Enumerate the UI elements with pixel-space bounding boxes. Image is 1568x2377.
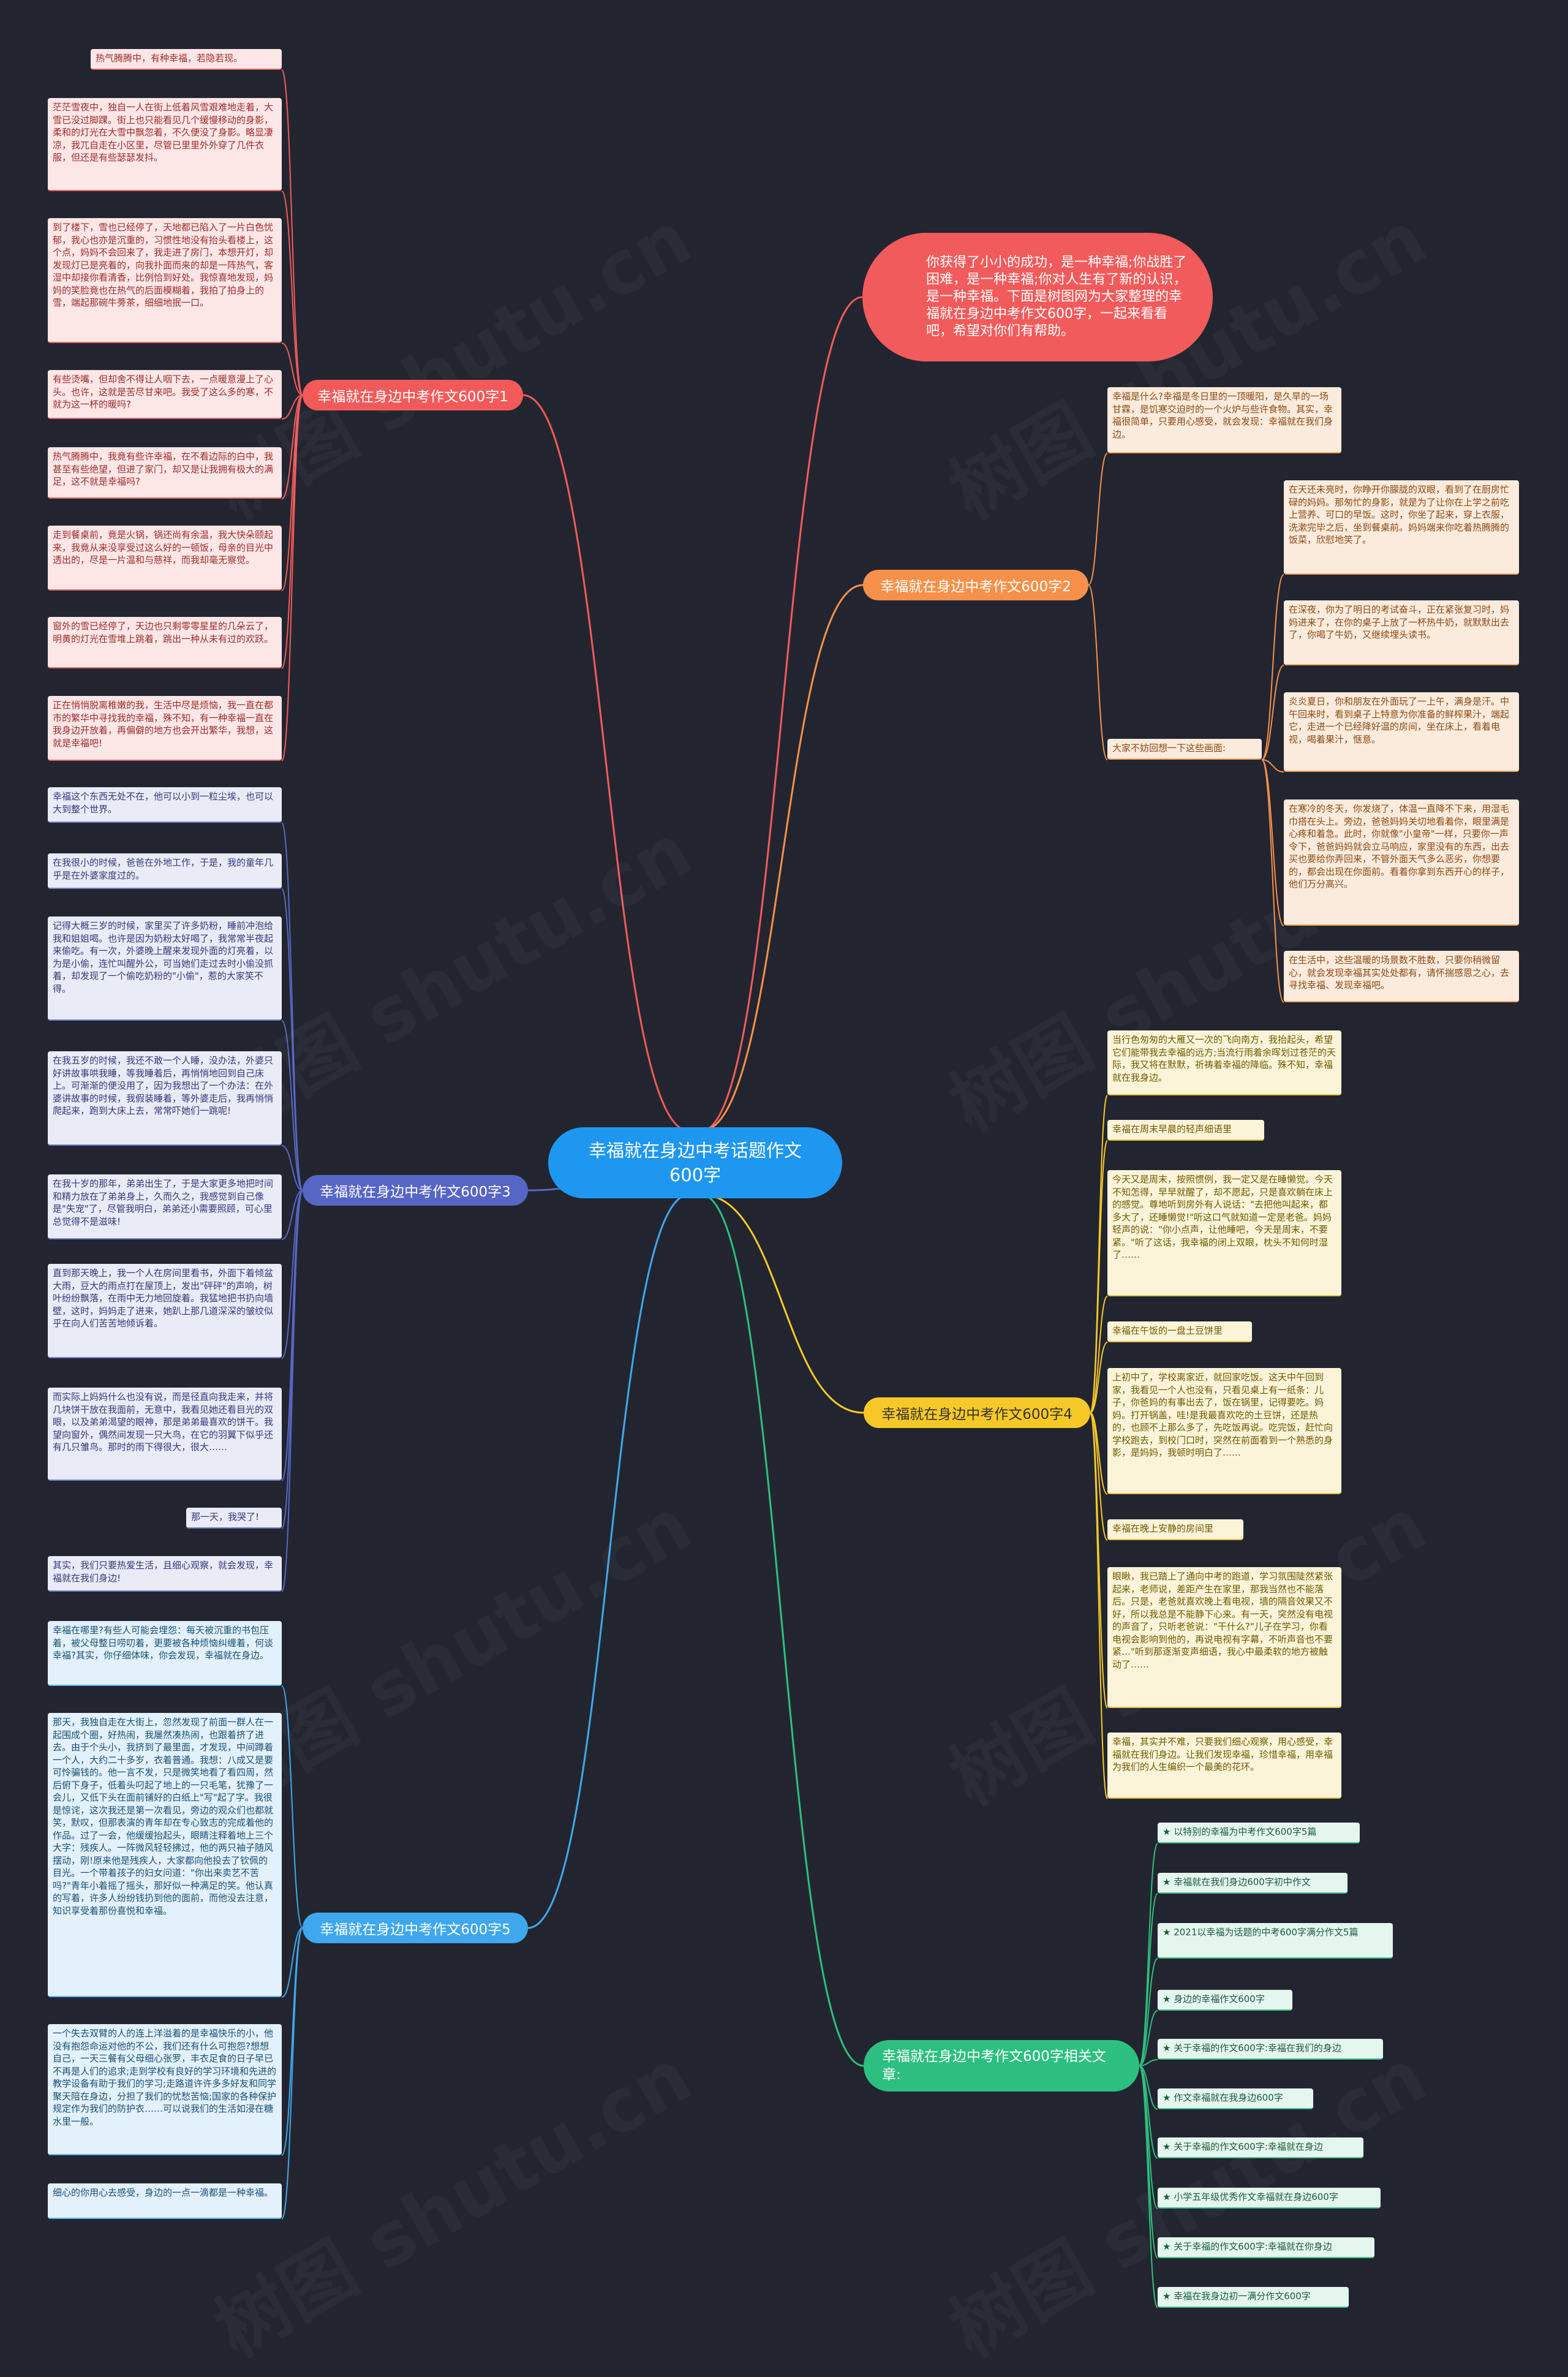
link-leaf-3-2 [281, 888, 303, 1191]
leaf-1-5[interactable]: 热气腾腾中，我竟有些许幸福，在不看边际的白中，我甚至有些绝望，但进了家门，却又是… [48, 447, 282, 499]
leaf-3-3[interactable]: 记得大概三岁的时候，家里买了许多奶粉，睡前冲泡给我和姐姐喝。也许是因为奶粉太好喝… [48, 916, 282, 1021]
link-leaf-1-8 [281, 395, 303, 761]
link-leaf-3-8 [281, 1190, 303, 1529]
related-link-6[interactable]: ★ 作文幸福就在我身边600字 [1158, 2088, 1313, 2109]
link-leaf-5-1 [281, 1685, 303, 1929]
link-leaf-5-4 [281, 1927, 303, 2220]
related-link-9[interactable]: ★ 关于幸福的作文600字:幸福就在你身边 [1158, 2237, 1374, 2258]
branch-essay-1[interactable]: 幸福就在身边中考作文600字1 [303, 380, 523, 410]
intro-node[interactable]: 你获得了小小的成功，是一种幸福;你战胜了困难，是一种幸福;你对人生有了新的认识，… [862, 233, 1213, 361]
branch-essay-2[interactable]: 幸福就在身边中考作文600字2 [863, 570, 1088, 600]
leaf-1-4[interactable]: 有些烫嘴，但却舍不得让人咽下去，一点暖意漫上了心头。也许，这就是苦尽甘来吧。我受… [48, 370, 282, 419]
link-related-link-6 [1139, 2065, 1158, 2110]
link-leaf-1-3 [281, 342, 303, 396]
leaf-4-5[interactable]: 上初中了，学校离家近，就回家吃饭。这天中午回到家，我看见一个人也没有，只看见桌上… [1107, 1368, 1341, 1494]
link-subleaf-2-4 [1261, 759, 1284, 926]
leaf-2-2[interactable]: 大家不妨回想一下这些画面: [1107, 739, 1262, 760]
link-leaf-3-4 [281, 1145, 303, 1191]
link-leaf-3-9 [281, 1190, 303, 1592]
link-leaf-2-1 [1088, 453, 1108, 586]
subleaf-2-4[interactable]: 在寒冷的冬天，你发烧了，体温一直降不下来，用湿毛巾搭在头上。旁边，爸爸妈妈关切地… [1284, 799, 1519, 926]
leaf-4-6[interactable]: 幸福在晚上安静的房间里 [1107, 1519, 1243, 1540]
leaf-4-4[interactable]: 幸福在午饭的一盘土豆饼里 [1107, 1321, 1252, 1342]
link-branch-2 [701, 584, 864, 1132]
link-leaf-3-3 [281, 1020, 303, 1191]
link-subleaf-2-3 [1261, 759, 1284, 773]
link-leaf-3-7 [281, 1190, 303, 1481]
leaf-1-3[interactable]: 到了楼下，雪也已经停了，天地都已陷入了一片白色忧郁，我心也亦是沉重的，习惯性地没… [48, 218, 282, 343]
related-link-3[interactable]: ★ 2021以幸福为话题的中考600字满分作文5篇 [1158, 1923, 1393, 1959]
link-leaf-4-3 [1090, 1296, 1108, 1413]
link-branch-5 [527, 1193, 690, 1929]
leaf-3-8[interactable]: 那一天，我哭了! [186, 1508, 282, 1529]
leaf-3-9[interactable]: 其实，我们只要热爱生活，且细心观察，就会发现，幸福就在我们身边! [48, 1556, 282, 1592]
leaf-3-5[interactable]: 在我十岁的那年，弟弟出生了，于是大家更多地把时间和精力放在了弟弟身上，久而久之，… [48, 1174, 282, 1239]
leaf-3-7[interactable]: 而实际上妈妈什么也没有说，而是径直向我走来，并将几块饼干放在我面前，无意中，我看… [48, 1388, 282, 1481]
link-branch-6 [701, 1193, 864, 2067]
link-leaf-4-6 [1090, 1412, 1108, 1541]
subleaf-2-2[interactable]: 在深夜，你为了明日的考试奋斗，正在紧张复习时，妈妈进来了，在你的桌子上放了一杯热… [1284, 600, 1519, 665]
leaf-1-1[interactable]: 热气腾腾中，有种幸福，若隐若现。 [91, 49, 282, 70]
related-link-8[interactable]: ★ 小学五年级优秀作文幸福就在身边600字 [1158, 2188, 1381, 2209]
link-related-link-2 [1139, 1893, 1158, 2066]
leaf-5-1[interactable]: 幸福在哪里?有些人可能会埋怨：每天被沉重的书包压着，被父母整日唠叨着，更要被各种… [48, 1621, 282, 1686]
leaf-1-6[interactable]: 走到餐桌前，竟是火锅，锅还尚有余温，我大快朵颐起来，我竟从来没享受过这么好的一顿… [48, 526, 282, 591]
link-leaf-4-8 [1090, 1412, 1108, 1799]
leaf-4-3[interactable]: 今天又是周末，按照惯例，我一定又是在睡懒觉。今天不知怎得，早早就醒了，却不愿起，… [1107, 1170, 1341, 1296]
related-link-10[interactable]: ★ 幸福在我身边初一满分作文600字 [1158, 2287, 1349, 2308]
branch-essay-3[interactable]: 幸福就在身边中考作文600字3 [303, 1175, 528, 1206]
branch-essay-5[interactable]: 幸福就在身边中考作文600字5 [303, 1913, 528, 1943]
branch-essay-4[interactable]: 幸福就在身边中考作文600字4 [864, 1397, 1090, 1428]
link-subleaf-2-5 [1261, 759, 1284, 1003]
leaf-4-7[interactable]: 眼瞅，我已踏上了通向中考的跑道，学习氛围陡然紧张起来，老师说，差距产生在家里，那… [1107, 1567, 1341, 1708]
leaf-3-2[interactable]: 在我很小的时候，爸爸在外地工作，于是，我的童年几乎是在外婆家度过的。 [48, 853, 282, 889]
link-related-link-3 [1139, 1958, 1158, 2066]
leaf-2-1[interactable]: 幸福是什么?幸福是冬日里的一顶暖阳，是久旱的一场甘霖，是饥寒交迫时的一个火炉与些… [1107, 387, 1341, 453]
related-link-7[interactable]: ★ 关于幸福的作文600字:幸福就在身边 [1158, 2137, 1363, 2158]
branch-related-articles[interactable]: 幸福就在身边中考作文600字相关文章: [864, 2040, 1139, 2092]
leaf-1-7[interactable]: 窗外的雪已经停了，天边也只剩零零星星的几朵云了，明黄的灯光在雪堆上跳着，跳出一种… [48, 617, 282, 668]
link-leaf-5-2 [281, 1927, 303, 1998]
link-branch-1 [522, 394, 690, 1132]
link-related-link-1 [1139, 1843, 1158, 2066]
link-related-link-4 [1139, 2010, 1158, 2066]
link-subleaf-2-1 [1261, 574, 1284, 760]
root-topic[interactable]: 幸福就在身边中考话题作文600字 [548, 1127, 842, 1198]
link-leaf-1-2 [281, 191, 303, 396]
leaf-4-8[interactable]: 幸福，其实并不难，只要我们细心观察，用心感受，幸福就在我们身边。让我们发现幸福，… [1107, 1733, 1341, 1799]
link-leaf-1-4 [281, 395, 303, 420]
link-leaf-1-7 [281, 395, 303, 669]
link-leaf-4-2 [1090, 1140, 1108, 1413]
leaf-4-2[interactable]: 幸福在周末早晨的轻声细语里 [1107, 1120, 1264, 1141]
link-leaf-3-6 [281, 1190, 303, 1359]
related-link-5[interactable]: ★ 关于幸福的作文600字:幸福在我们的身边 [1158, 2039, 1383, 2060]
leaf-4-1[interactable]: 当行色匆匆的大雁又一次的飞向南方，我抬起头，希望它们能带我去幸福的远方;当流行雨… [1107, 1030, 1341, 1095]
leaf-1-8[interactable]: 正在悄悄脱离稚嫩的我，生活中尽是烦恼，我一直在都市的繁华中寻找我的幸福，殊不知，… [48, 696, 282, 761]
link-intro [701, 296, 863, 1132]
leaf-3-4[interactable]: 在我五岁的时候，我还不敢一个人睡，没办法，外婆只好讲故事哄我睡，等我睡着后，再悄… [48, 1051, 282, 1146]
subleaf-2-5[interactable]: 在生活中，这些温暖的场景数不胜数，只要你稍微留心，就会发现幸福其实处处都有，请怀… [1284, 951, 1519, 1002]
link-leaf-2-2 [1088, 584, 1108, 760]
link-leaf-1-5 [281, 395, 303, 499]
related-link-4[interactable]: ★ 身边的幸福作文600字 [1158, 1990, 1292, 2011]
related-link-1[interactable]: ★ 以特别的幸福为中考作文600字5篇 [1158, 1823, 1360, 1843]
link-related-link-5 [1139, 2059, 1158, 2066]
subleaf-2-3[interactable]: 炎炎夏日，你和朋友在外面玩了一上午，满身是汗。中午回来时，看到桌子上特意为你准备… [1284, 692, 1519, 772]
link-subleaf-2-2 [1261, 665, 1284, 760]
link-leaf-4-4 [1090, 1342, 1108, 1413]
link-leaf-3-5 [281, 1190, 303, 1240]
related-link-2[interactable]: ★ 幸福就在我们身边600字初中作文 [1158, 1873, 1348, 1894]
subleaf-2-1[interactable]: 在天还未亮时，你睁开你朦胧的双眼，看到了在厨房忙碌的妈妈。那匆忙的身影，就是为了… [1284, 480, 1519, 575]
leaf-3-1[interactable]: 幸福这个东西无处不在，他可以小到一粒尘埃，也可以大到整个世界。 [48, 787, 282, 823]
leaf-5-4[interactable]: 细心的你用心去感受，身边的一点一滴都是一种幸福。 [48, 2183, 282, 2219]
leaf-5-3[interactable]: 一个失去双臂的人的连上洋溢着的是幸福快乐的小，他没有抱怨命运对他的不公，我们还有… [48, 2024, 282, 2155]
leaf-5-2[interactable]: 那天，我独自走在大街上，忽然发现了前面一群人在一起围成个圈，好热闹，我屡然凑热闹… [48, 1713, 282, 1997]
link-leaf-4-1 [1090, 1095, 1108, 1413]
link-leaf-1-1 [281, 69, 303, 396]
link-related-link-10 [1139, 2065, 1158, 2308]
link-branch-4 [701, 1193, 864, 1414]
leaf-1-2[interactable]: 茫茫雪夜中，独自一人在街上低着风雪艰难地走着，大雪已没过脚踝。街上也只能看见几个… [48, 98, 282, 191]
leaf-3-6[interactable]: 直到那天晚上，我一个人在房间里看书，外面下着倾盆大雨，豆大的雨点打在屋顶上，发出… [48, 1264, 282, 1358]
